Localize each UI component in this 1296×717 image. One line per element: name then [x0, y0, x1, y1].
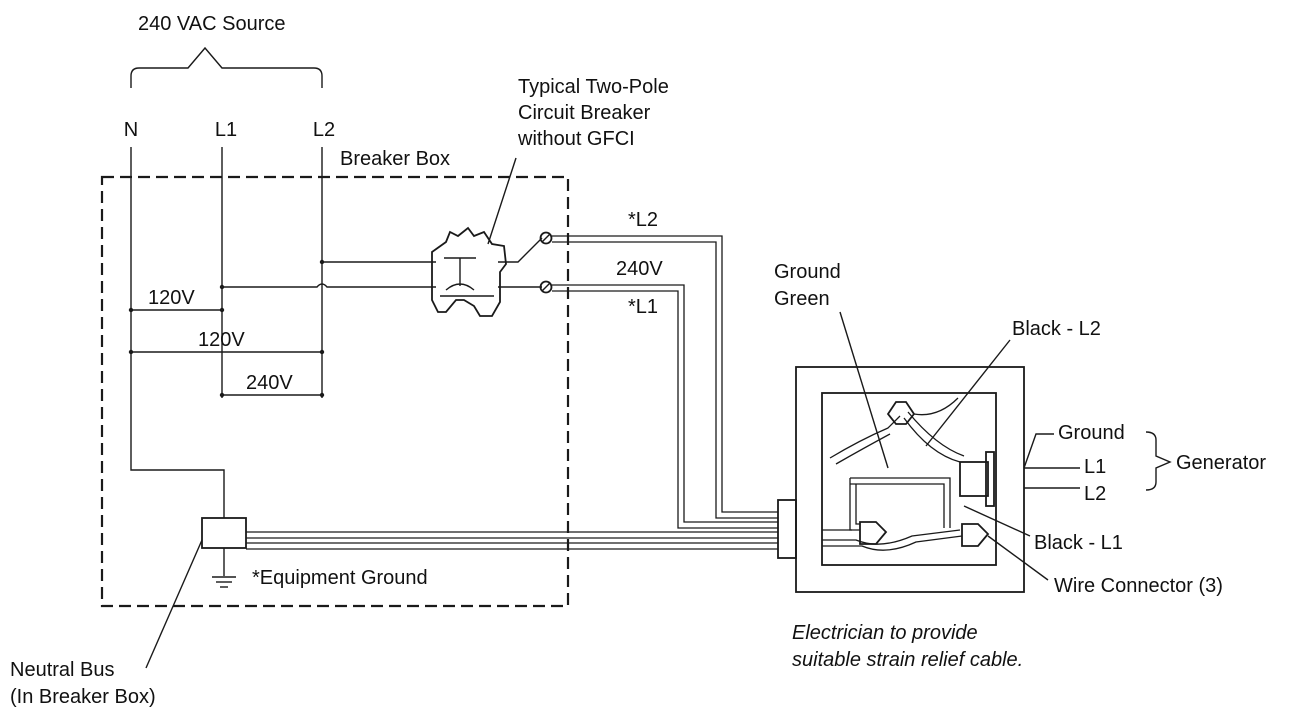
ground-green-line1: Ground: [774, 261, 841, 283]
terminal-l2: [539, 231, 553, 245]
output-l2-label: *L2: [628, 209, 658, 231]
breaker-box-outline: [100, 175, 570, 608]
source-brace: [130, 46, 323, 88]
wire-connector-leader: [987, 535, 1049, 581]
ground-green-line2: Green: [774, 288, 830, 310]
note-line2: suitable strain relief cable.: [792, 649, 1023, 671]
source-n-label: N: [124, 119, 138, 141]
l1-to-breaker: [222, 283, 436, 288]
breaker-label-line3: without GFCI: [517, 128, 635, 150]
junction-wiring: [822, 397, 995, 551]
neutral-bus-block: [201, 517, 247, 549]
source-title: 240 VAC Source: [138, 13, 286, 35]
equipment-ground-label: *Equipment Ground: [252, 567, 428, 589]
voltage-n-l1: 120V: [148, 287, 195, 309]
generator-brace: [1145, 431, 1172, 491]
black-l2-leader: [925, 339, 1011, 447]
breaker-label-line2: Circuit Breaker: [518, 102, 651, 124]
voltage-l1-l2: 240V: [246, 372, 293, 394]
ground-green-leader: [839, 311, 889, 469]
terminal-l1: [539, 280, 553, 294]
voltage-n-l2: 120V: [198, 329, 245, 351]
generator-title: Generator: [1176, 452, 1266, 474]
l1-cable: [552, 284, 778, 523]
generator-l1-label: L1: [1084, 456, 1106, 478]
wire-connector-label: Wire Connector (3): [1054, 575, 1223, 597]
generator-ground-label: Ground: [1058, 422, 1125, 444]
output-l1-label: *L1: [628, 296, 658, 318]
breaker-leader: [487, 157, 517, 245]
output-voltage-label: 240V: [616, 258, 663, 280]
black-l2-label: Black - L2: [1012, 318, 1101, 340]
source-l1-label: L1: [215, 119, 237, 141]
neutral-bus-line2: (In Breaker Box): [10, 686, 156, 708]
l2-cable: [552, 235, 778, 513]
source-l2-label: L2: [313, 119, 335, 141]
junction-box: [777, 366, 1025, 593]
breaker-label-line1: Typical Two-Pole: [518, 76, 669, 98]
breaker-box-title: Breaker Box: [340, 148, 450, 170]
two-pole-breaker: [431, 226, 543, 317]
generator-l2-label: L2: [1084, 483, 1106, 505]
generator-ground-lead: [1023, 433, 1054, 469]
black-l1-label: Black - L1: [1034, 532, 1123, 554]
neutral-bus-line1: Neutral Bus: [10, 659, 115, 681]
note-line1: Electrician to provide: [792, 622, 978, 644]
ground-icon: [212, 576, 236, 588]
neutral-bus-leader: [145, 539, 203, 669]
black-l1-leader: [963, 505, 1031, 537]
